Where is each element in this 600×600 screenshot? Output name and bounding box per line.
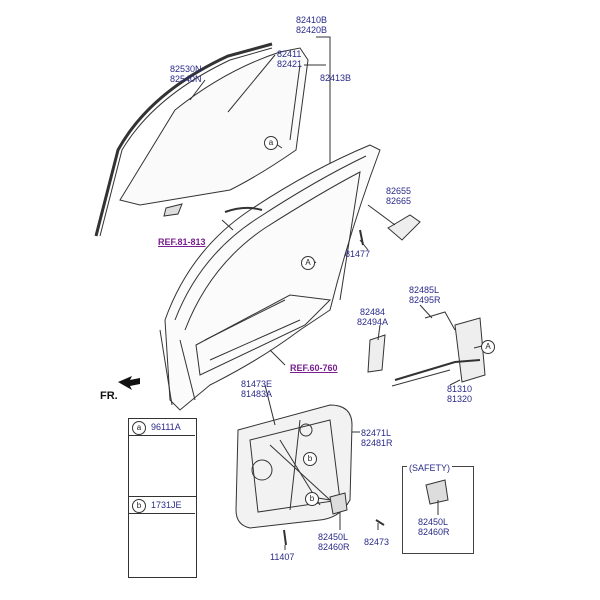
part-label-82421[interactable]: 82421 bbox=[277, 59, 303, 69]
part-label-82481R[interactable]: 82481R bbox=[361, 438, 393, 448]
part-label-81310[interactable]: 81310 bbox=[447, 384, 473, 394]
ref-link-60-760[interactable]: REF.60-760 bbox=[290, 363, 338, 373]
part-label-81320[interactable]: 81320 bbox=[447, 394, 473, 404]
part-label-82460R-main[interactable]: 82460R bbox=[318, 542, 350, 552]
part-label-1731JE[interactable]: 1731JE bbox=[151, 500, 182, 510]
callout-A-frame: A bbox=[301, 256, 315, 270]
glass-edge bbox=[227, 54, 276, 113]
part-label-82471L[interactable]: 82471L bbox=[361, 428, 392, 438]
part-label-82540N[interactable]: 82540N bbox=[170, 74, 202, 84]
part-label-96111A[interactable]: 96111A bbox=[151, 422, 181, 432]
part-label-82485L[interactable]: 82485L bbox=[409, 285, 440, 295]
callout-b-regulator: b bbox=[303, 452, 317, 466]
part-label-82410B[interactable]: 82410B bbox=[296, 15, 328, 25]
part-label-82450L-safety[interactable]: 82450L bbox=[418, 517, 449, 527]
safety-box bbox=[402, 466, 474, 554]
part-label-82494A[interactable]: 82494A bbox=[357, 317, 389, 327]
part-label-82420B[interactable]: 82420B bbox=[296, 25, 328, 35]
legend-divider-a bbox=[128, 435, 195, 436]
outside-handle-bracket bbox=[367, 334, 386, 373]
part-label-82655[interactable]: 82655 bbox=[386, 186, 412, 196]
part-label-82484[interactable]: 82484 bbox=[360, 307, 386, 317]
actuator-right bbox=[425, 479, 449, 505]
part-label-82450L-main[interactable]: 82450L bbox=[318, 532, 349, 542]
callout-a-legend: a bbox=[132, 421, 146, 435]
part-label-82495R[interactable]: 82495R bbox=[409, 295, 441, 305]
part-label-81477[interactable]: 81477 bbox=[345, 249, 371, 259]
part-label-82460R-safety[interactable]: 82460R bbox=[418, 527, 450, 537]
door-latch bbox=[454, 317, 486, 383]
glass-run-channel bbox=[94, 42, 273, 237]
part-label-81473E[interactable]: 81473E bbox=[241, 379, 273, 389]
actuator-left bbox=[329, 492, 348, 515]
callout-a-glass: a bbox=[264, 136, 278, 150]
part-label-82665[interactable]: 82665 bbox=[386, 196, 412, 206]
part-label-11407[interactable]: 11407 bbox=[270, 552, 295, 562]
ref-link-81-813[interactable]: REF.81-813 bbox=[158, 237, 206, 247]
callout-A-latch: A bbox=[481, 340, 495, 354]
door-glass bbox=[119, 47, 309, 206]
door-frame bbox=[164, 144, 381, 411]
callout-b-actuator: b bbox=[305, 492, 319, 506]
safety-label: (SAFETY) bbox=[407, 463, 453, 473]
part-label-82413B[interactable]: 82413B bbox=[320, 73, 352, 83]
part-label-82411[interactable]: 82411 bbox=[277, 49, 302, 59]
legend-divider-b bbox=[128, 513, 195, 514]
front-marker: FR. bbox=[100, 390, 118, 402]
part-label-82530N[interactable]: 82530N bbox=[170, 64, 202, 74]
front-arrow-icon bbox=[118, 376, 140, 390]
part-label-82473[interactable]: 82473 bbox=[364, 537, 390, 547]
part-label-81483A[interactable]: 81483A bbox=[241, 389, 273, 399]
callout-b-legend: b bbox=[132, 499, 146, 513]
inner-handle bbox=[224, 206, 263, 213]
